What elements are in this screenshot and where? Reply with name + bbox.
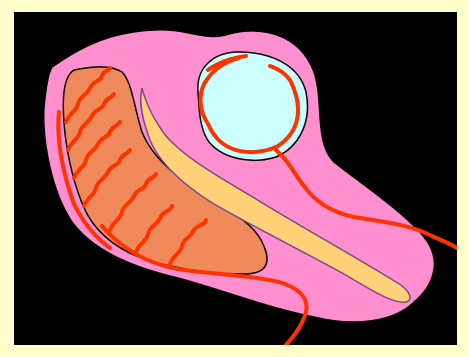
illustration-canvas xyxy=(14,12,457,345)
anatomy-illustration xyxy=(14,12,457,345)
